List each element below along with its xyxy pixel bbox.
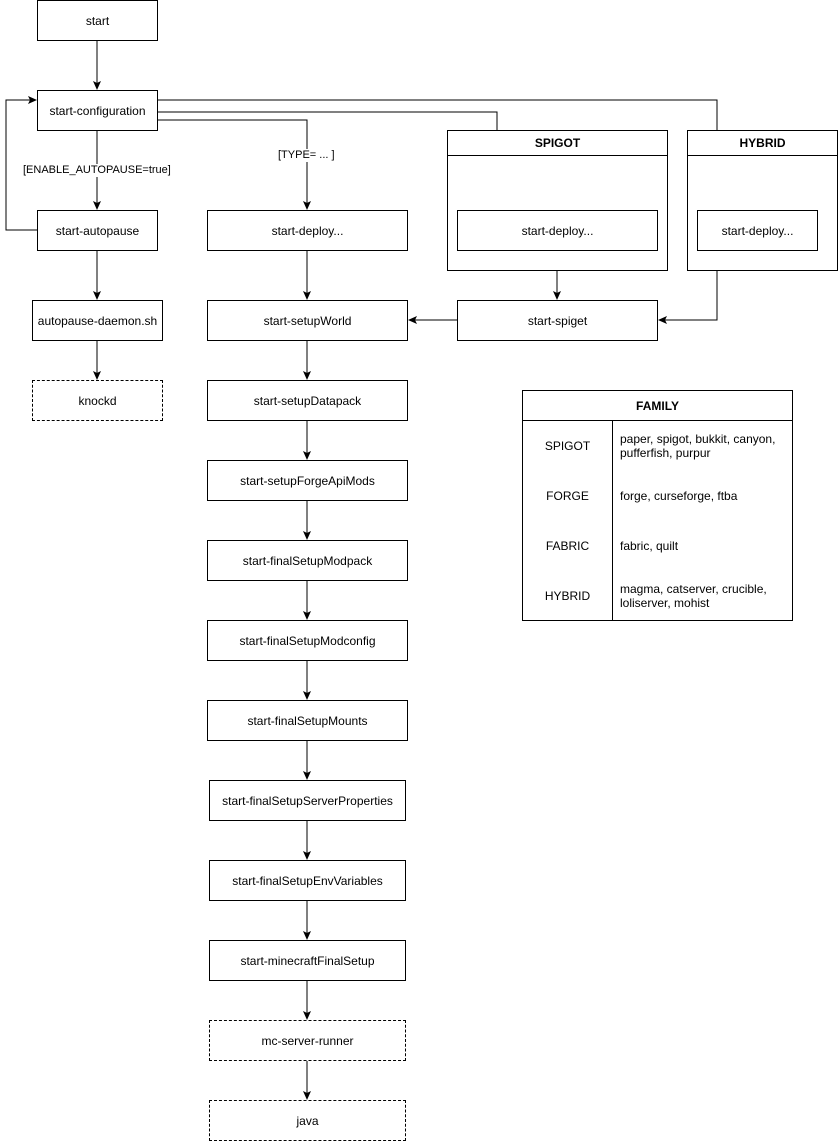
edge-configuration-to-deploy <box>157 119 311 210</box>
family-key: SPIGOT <box>544 439 591 453</box>
start-configuration-node[interactable]: start-configuration <box>37 90 158 131</box>
family-table-body: SPIGOT paper, spigot, bukkit, canyon, pu… <box>523 421 792 620</box>
start-finalSetupModpack-node[interactable]: start-finalSetupModpack <box>207 540 408 581</box>
family-value: forge, curseforge, ftba <box>620 489 738 503</box>
family-value: magma, catserver, crucible, loliserver, … <box>620 582 767 610</box>
family-key: HYBRID <box>544 589 591 603</box>
start-setupDatapack-node[interactable]: start-setupDatapack <box>207 380 408 421</box>
start-node[interactable]: start <box>37 0 158 41</box>
start-spiget-node[interactable]: start-spiget <box>457 300 658 341</box>
family-row-hybrid: HYBRID magma, catserver, crucible, lolis… <box>523 571 792 621</box>
hybrid-group-title: HYBRID <box>688 131 837 156</box>
start-finalSetupServerProperties-node[interactable]: start-finalSetupServerProperties <box>209 780 406 821</box>
family-key: FABRIC <box>545 539 590 553</box>
start-finalSetupEnvVariables-node[interactable]: start-finalSetupEnvVariables <box>209 860 406 901</box>
mc-server-runner-node[interactable]: mc-server-runner <box>209 1020 406 1061</box>
family-key: FORGE <box>546 489 589 503</box>
start-finalSetupModconfig-node[interactable]: start-finalSetupModconfig <box>207 620 408 661</box>
start-finalSetupMounts-node[interactable]: start-finalSetupMounts <box>207 700 408 741</box>
family-row-forge: FORGE forge, curseforge, ftba <box>523 471 792 521</box>
edge-hybrid-deploy-to-spiget <box>658 250 718 324</box>
family-table-title: FAMILY <box>523 391 792 421</box>
start-setupForgeApiMods-node[interactable]: start-setupForgeApiMods <box>207 460 408 501</box>
family-row-fabric: FABRIC fabric, quilt <box>523 521 792 571</box>
spigot-group-title: SPIGOT <box>448 131 667 156</box>
family-table-divider <box>612 421 613 620</box>
knockd-node[interactable]: knockd <box>32 380 163 421</box>
family-row-spigot: SPIGOT paper, spigot, bukkit, canyon, pu… <box>523 421 792 471</box>
hybrid-start-deploy-node[interactable]: start-deploy... <box>697 210 818 251</box>
edge-autopause-loop-back <box>5 96 37 231</box>
enable-autopause-condition-label: [ENABLE_AUTOPAUSE=true] <box>22 164 172 177</box>
java-node[interactable]: java <box>209 1100 406 1141</box>
family-value: fabric, quilt <box>620 539 679 553</box>
autopause-daemon-node[interactable]: autopause-daemon.sh <box>32 300 163 341</box>
family-value: paper, spigot, bukkit, canyon, pufferfis… <box>620 432 776 460</box>
type-condition-label: [TYPE= ... ] <box>277 149 336 162</box>
spigot-start-deploy-node[interactable]: start-deploy... <box>457 210 658 251</box>
start-deploy-node[interactable]: start-deploy... <box>207 210 408 251</box>
start-setupWorld-node[interactable]: start-setupWorld <box>207 300 408 341</box>
start-autopause-node[interactable]: start-autopause <box>37 210 158 251</box>
start-minecraftFinalSetup-node[interactable]: start-minecraftFinalSetup <box>209 940 406 981</box>
family-table: FAMILY SPIGOT paper, spigot, bukkit, can… <box>522 390 793 621</box>
